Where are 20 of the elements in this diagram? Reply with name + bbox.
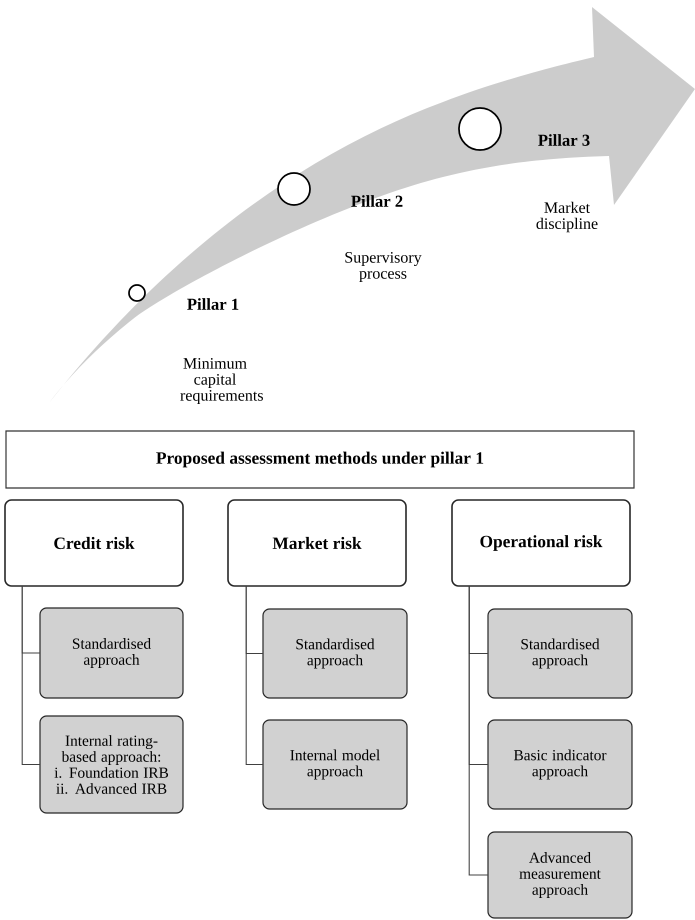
method-box: Standardised approach — [487, 608, 633, 699]
method-box: Internal rating-based approach: i. Foundation IRB ii. Advanced IRB — [39, 715, 184, 814]
pillar-description: Supervisory process — [345, 252, 422, 282]
pillar-title: Pillar 3 — [538, 134, 590, 146]
method-box: Standardised approach — [39, 607, 184, 699]
category-box: Operational risk — [451, 499, 631, 587]
method-box: Standardised approach — [262, 608, 408, 699]
pillar-description: Minimum capital requirements — [180, 358, 263, 404]
connector-line — [22, 586, 40, 766]
pillar-description: Market discipline — [536, 202, 598, 232]
category-box: Market risk — [227, 499, 407, 587]
connector-line — [246, 586, 262, 766]
category-box: Credit risk — [4, 499, 184, 587]
method-box: Internal model approach — [262, 719, 408, 810]
method-box: Basic indicator approach — [487, 719, 633, 810]
pillar-title: Pillar 1 — [187, 298, 238, 310]
connector-line — [468, 586, 488, 876]
method-box: Advanced measurement approach — [487, 831, 633, 919]
header-box: Proposed assessment methods under pillar 1 — [5, 430, 635, 489]
pillar-title: Pillar 2 — [351, 195, 402, 207]
